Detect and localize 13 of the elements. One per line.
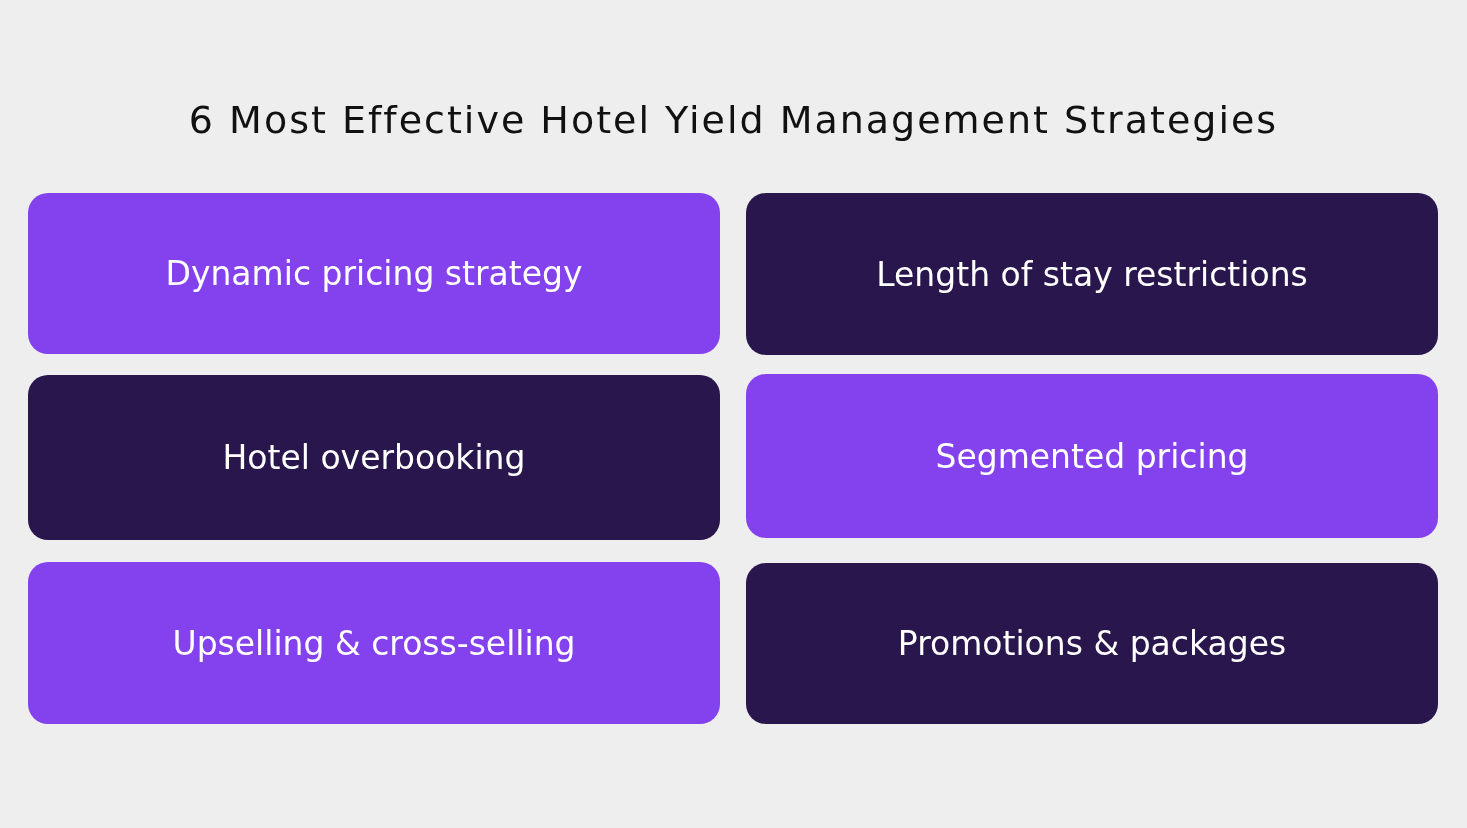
strategy-card — [746, 193, 1438, 355]
strategy-card — [28, 375, 720, 540]
strategy-label: Promotions & packages — [897, 624, 1287, 663]
strategy-card — [746, 563, 1438, 724]
strategy-label: Segmented pricing — [935, 436, 1249, 476]
strategy-label: Hotel overbooking — [222, 438, 526, 477]
strategy-card — [28, 562, 720, 724]
diagram-title: 6 Most Effective Hotel Yield Management Strategies — [187, 98, 1280, 142]
strategy-label: Upselling & cross-selling — [172, 623, 576, 663]
strategy-card — [746, 374, 1438, 538]
strategy-label: Length of stay restrictions — [876, 254, 1308, 294]
strategy-card — [28, 193, 720, 354]
strategy-label: Dynamic pricing strategy — [165, 254, 583, 293]
